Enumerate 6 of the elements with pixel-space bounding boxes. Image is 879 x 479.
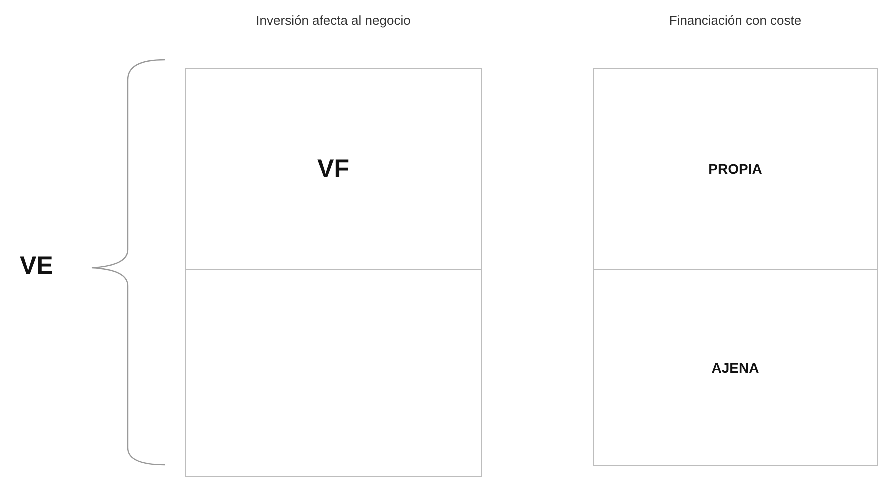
column-heading: Inversión afecta al negocio bbox=[255, 13, 412, 28]
cell-label: PROPIA bbox=[708, 161, 762, 177]
brace-label: VE bbox=[20, 252, 54, 281]
column-heading: Financiación con coste bbox=[668, 13, 803, 28]
cell-label: AJENA bbox=[712, 360, 760, 376]
cell-label: VF bbox=[318, 154, 350, 184]
